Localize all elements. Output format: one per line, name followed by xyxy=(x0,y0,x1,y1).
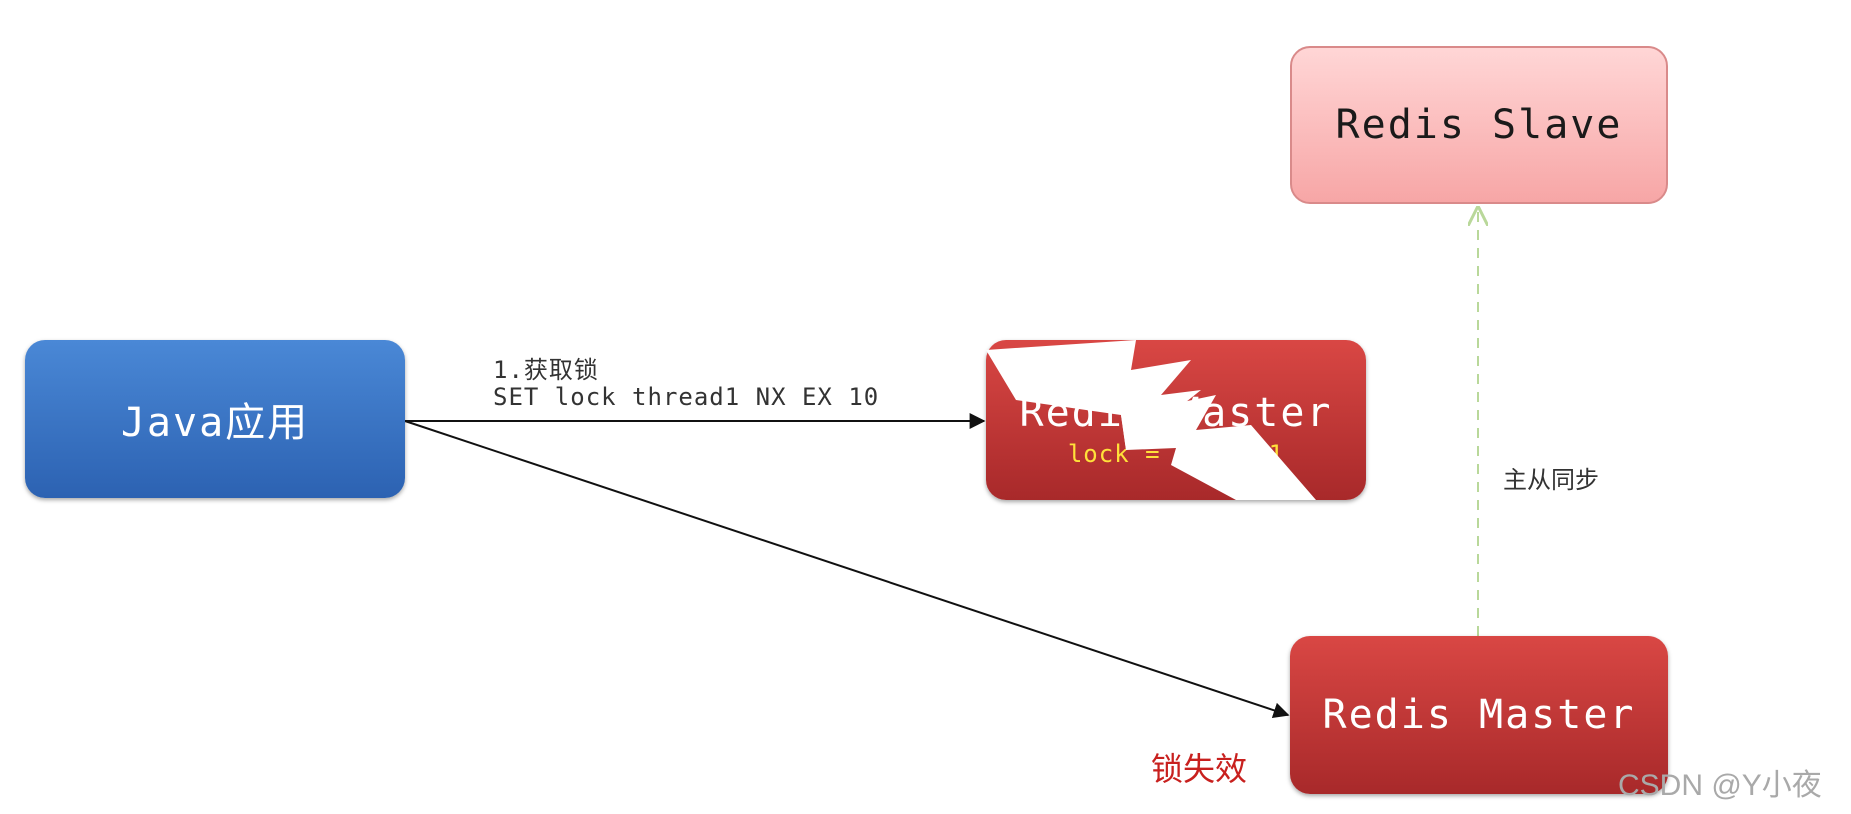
lock-lost-label: 锁失效 xyxy=(1151,751,1248,787)
redis-master-new-node: Redis Master xyxy=(1290,636,1668,794)
lock-value-label: lock = thread1 xyxy=(1067,440,1285,468)
redis-slave-node: Redis Slave xyxy=(1290,46,1668,204)
sync-label: 主从同步 xyxy=(1503,467,1599,494)
java-app-label: Java应用 xyxy=(120,400,310,446)
acquire-command-label: SET lock thread1 NX EX 10 xyxy=(493,383,880,411)
java-app-node: Java应用 xyxy=(25,340,405,498)
redis-slave-label: Redis Slave xyxy=(1335,102,1623,148)
redis-master-failed-node: Redis Master lock = thread1 xyxy=(986,340,1366,500)
watermark: CSDN @Y小夜 xyxy=(1618,769,1822,802)
redis-master-new-label: Redis Master xyxy=(1322,692,1636,738)
redis-master-failed-label: Redis Master xyxy=(1019,390,1333,436)
acquire-step-label: 1.获取锁 xyxy=(493,356,599,384)
